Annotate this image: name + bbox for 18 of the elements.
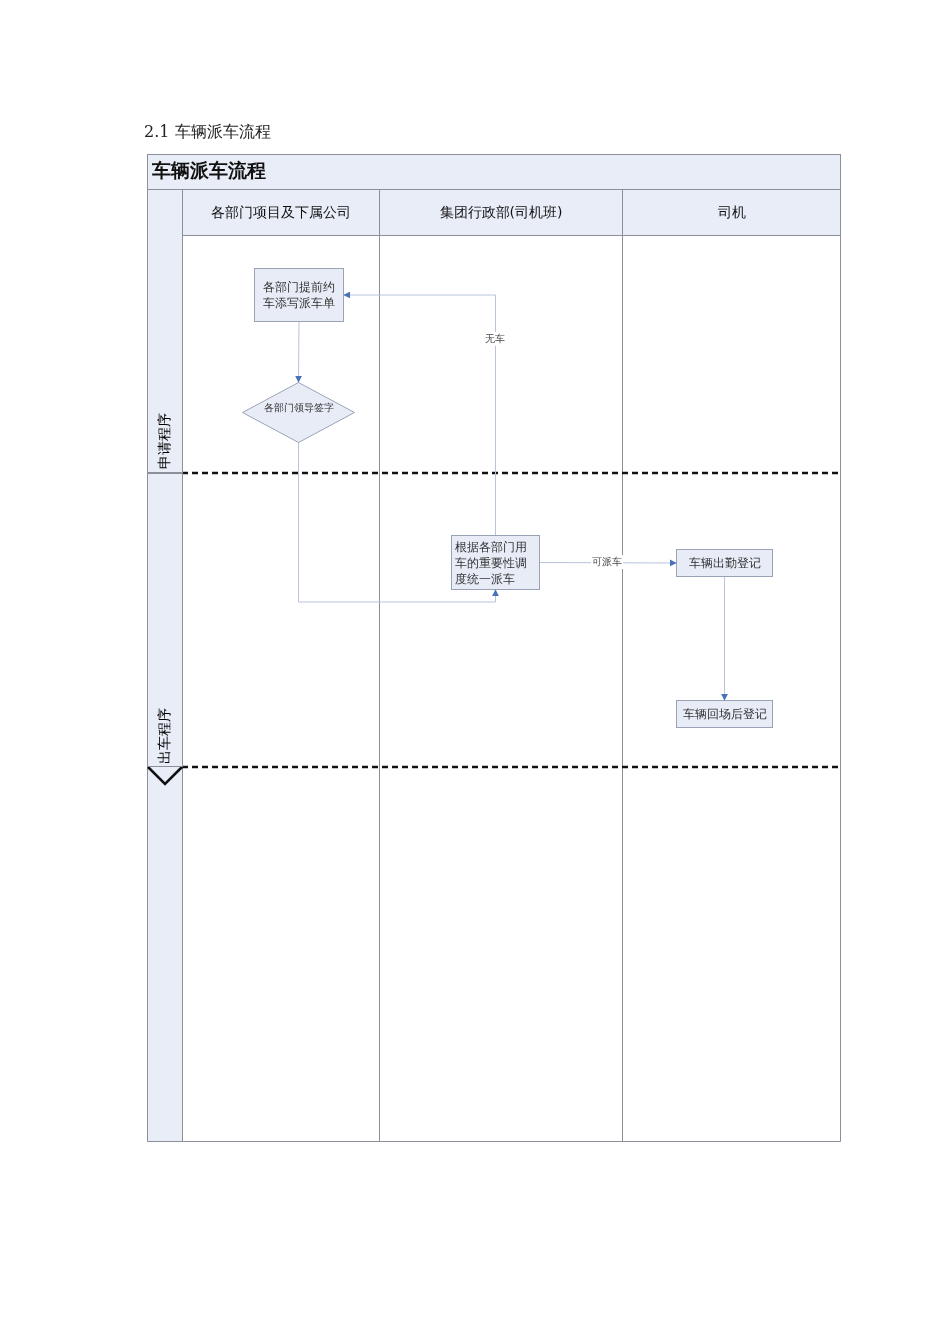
process-box: 车辆回场后登记 bbox=[676, 700, 773, 728]
section-heading: 2.1 车辆派车流程 bbox=[144, 122, 271, 143]
title-band: 车辆派车流程 bbox=[147, 154, 841, 190]
phase-band: 申请程序 bbox=[147, 189, 183, 473]
edge-label: 可派车 bbox=[591, 555, 623, 569]
decision-diamond: 各部门领导签字 bbox=[242, 382, 355, 443]
process-box: 根据各部门用车的重要性调度统一派车 bbox=[451, 535, 540, 590]
lane-header: 集团行政部(司机班) bbox=[379, 189, 623, 236]
process-box: 车辆出勤登记 bbox=[676, 549, 773, 577]
lane-header: 各部门项目及下属公司 bbox=[182, 189, 380, 236]
edge-label: 无车 bbox=[484, 332, 506, 346]
arrow bbox=[295, 321, 303, 383]
process-box: 各部门提前约车添写派车单 bbox=[254, 268, 344, 322]
arrow bbox=[343, 291, 496, 536]
arrow bbox=[298, 442, 499, 603]
lane-header: 司机 bbox=[622, 189, 841, 236]
arrow bbox=[721, 576, 728, 701]
phase-band: 出车程序 bbox=[147, 473, 183, 767]
